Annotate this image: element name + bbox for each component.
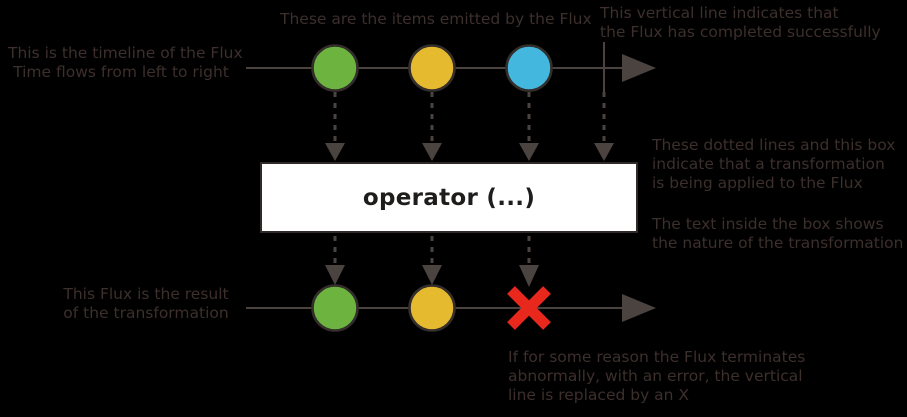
connector-out-arrow-2 <box>422 265 442 285</box>
connector-in-arrow-3 <box>519 143 539 161</box>
result-timeline <box>246 284 656 332</box>
connectors-out-of-operator <box>333 236 531 268</box>
annotation-result-flux: This Flux is the result of the transform… <box>63 285 229 322</box>
source-marble-green[interactable] <box>311 44 359 92</box>
annotation-error-terminator: If for some reason the Flux terminates a… <box>508 348 806 404</box>
source-marble-blue[interactable] <box>505 44 553 92</box>
error-x-icon <box>507 286 551 330</box>
annotation-timeline-source: This is the timeline of the Flux Time fl… <box>8 44 243 81</box>
connector-out-arrowheads <box>325 265 539 287</box>
source-marble-yellow[interactable] <box>408 44 456 92</box>
connector-in-arrow-1 <box>325 143 345 161</box>
source-timeline <box>246 42 656 94</box>
annotation-completion-line: This vertical line indicates that the Fl… <box>600 4 881 41</box>
source-timeline-arrowhead <box>622 54 656 82</box>
connector-out-arrow-3 <box>519 265 539 287</box>
result-timeline-arrowhead <box>622 294 656 322</box>
connector-in-arrowheads <box>325 143 614 161</box>
annotation-transformation: These dotted lines and this box indicate… <box>652 136 896 192</box>
result-marble-yellow[interactable] <box>408 284 456 332</box>
result-marble-green[interactable] <box>311 284 359 332</box>
connectors-into-operator <box>333 92 606 146</box>
connector-in-arrow-2 <box>422 143 442 161</box>
operator-box-label: operator (...) <box>362 184 536 211</box>
connector-out-arrow-1 <box>325 265 345 285</box>
connector-in-arrow-4 <box>594 143 614 161</box>
annotation-items-emitted: These are the items emitted by the Flux <box>280 10 592 28</box>
annotation-box-text-meaning: The text inside the box shows the nature… <box>652 215 904 252</box>
operator-box[interactable]: operator (...) <box>260 162 638 233</box>
